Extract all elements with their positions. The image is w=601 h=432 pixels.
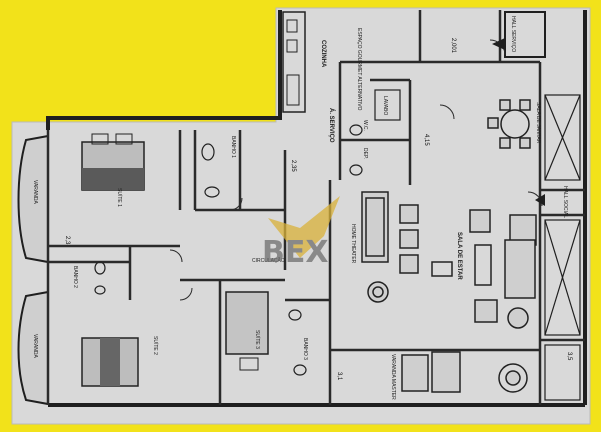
bed-suite2 (81, 337, 139, 387)
paper-background (11, 7, 591, 425)
varanda-left (17, 134, 49, 406)
label-lavabo: LAVABO (382, 96, 388, 115)
label-circulacao: CIRCULAÇÃO (252, 257, 285, 264)
bed-suite3 (225, 291, 269, 371)
label-suite2: SUÍTE 2 (152, 336, 159, 355)
hall-servico-box (504, 11, 546, 58)
dim-label: 4,15 (423, 134, 429, 146)
label-wc: W.C. (362, 120, 368, 131)
label-home-theater: HOME THEATER (350, 224, 356, 264)
bathroom-fixtures (94, 89, 401, 376)
varanda-master-furniture (401, 351, 528, 393)
label-sala-jantar: SALA DE JANTAR (535, 102, 541, 144)
dim-label: 2,3 (64, 236, 70, 245)
elevator-shafts (544, 94, 581, 401)
dim-label: 3,5 (566, 352, 572, 361)
label-area-servico: Á. SERVIÇO (328, 108, 335, 143)
watermark-text: BEX (262, 235, 329, 270)
label-varanda-master: VARANDA MASTER (390, 354, 396, 400)
bex-watermark: BEX (262, 196, 340, 270)
label-banho3: BANHO 3 (302, 338, 308, 360)
label-varanda2: VARANDA (32, 334, 38, 358)
label-suite1: SUÍTE 1 (116, 188, 123, 207)
dining-table (487, 99, 531, 149)
interior-walls (46, 10, 585, 405)
entry-arrows (492, 38, 545, 206)
label-cozinha: COZINHA (320, 40, 326, 68)
watermark-swoosh (268, 196, 340, 258)
label-banho1: BANHO 1 (230, 136, 236, 158)
living-room-furniture (431, 209, 537, 329)
dim-label: 3,1 (336, 372, 342, 381)
label-hall-social: HALL SOCIAL (562, 186, 568, 218)
label-suite3: SUÍTE 3 (254, 330, 261, 349)
room-labels: COZINHA ESPAÇO GOURMET ALTERNATIVO Á. SE… (32, 16, 568, 400)
bed-suite1 (81, 133, 145, 191)
label-espaco-gourmet: ESPAÇO GOURMET ALTERNATIVO (356, 28, 362, 111)
label-varanda1: VARANDA (32, 180, 38, 204)
kitchen-counter (282, 11, 306, 113)
dim-label: 2,35 (290, 160, 296, 172)
home-theater-furniture (361, 191, 419, 303)
label-dep: DEP. (362, 148, 368, 159)
label-sala-estar: SALA DE ESTAR (456, 232, 462, 280)
label-banho2: BANHO 2 (72, 266, 78, 288)
dimension-labels: 2,001 2,35 4,15 2,3 3,1 3,5 (64, 38, 572, 381)
dim-label: 2,001 (450, 38, 456, 54)
label-hall-servico: HALL SERVIÇO (510, 16, 516, 52)
